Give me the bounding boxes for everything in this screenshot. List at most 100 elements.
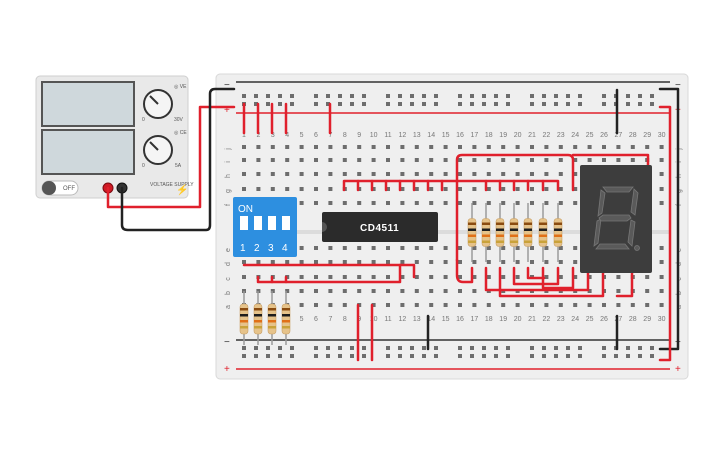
- resistor[interactable]: [495, 203, 505, 262]
- breadboard-hole[interactable]: [242, 275, 246, 279]
- breadboard-hole[interactable]: [530, 187, 534, 191]
- rail-hole[interactable]: [482, 94, 486, 98]
- wire-seg-e[interactable]: [526, 266, 546, 280]
- rail-hole[interactable]: [566, 102, 570, 106]
- breadboard-hole[interactable]: [270, 172, 275, 176]
- breadboard-hole[interactable]: [486, 187, 491, 191]
- rail-hole[interactable]: [314, 94, 318, 98]
- rail-hole[interactable]: [494, 102, 498, 106]
- resistor[interactable]: [467, 203, 477, 262]
- breadboard-hole[interactable]: [530, 260, 534, 264]
- breadboard-hole[interactable]: [314, 158, 318, 162]
- rail-hole[interactable]: [386, 346, 390, 350]
- breadboard-hole[interactable]: [256, 158, 261, 162]
- breadboard-hole[interactable]: [616, 145, 621, 149]
- breadboard-hole[interactable]: [270, 289, 275, 293]
- rail-hole[interactable]: [290, 346, 294, 350]
- breadboard-hole[interactable]: [573, 275, 578, 279]
- rail-hole[interactable]: [254, 346, 258, 350]
- rail-hole[interactable]: [554, 94, 558, 98]
- breadboard-hole[interactable]: [400, 187, 405, 191]
- breadboard-hole[interactable]: [544, 260, 549, 264]
- rail-hole[interactable]: [314, 102, 318, 106]
- breadboard-hole[interactable]: [328, 172, 333, 176]
- breadboard-hole[interactable]: [299, 303, 304, 307]
- breadboard-hole[interactable]: [285, 158, 290, 162]
- breadboard-hole[interactable]: [299, 201, 304, 205]
- rail-hole[interactable]: [362, 346, 366, 350]
- resistor[interactable]: [509, 203, 519, 262]
- breadboard-hole[interactable]: [371, 187, 376, 191]
- breadboard-hole[interactable]: [371, 172, 376, 176]
- breadboard-hole[interactable]: [515, 275, 520, 279]
- wire-dip-bus-2[interactable]: [242, 263, 416, 279]
- breadboard-hole[interactable]: [357, 275, 362, 279]
- rail-hole[interactable]: [506, 346, 510, 350]
- breadboard-hole[interactable]: [573, 246, 578, 250]
- breadboard-hole[interactable]: [659, 303, 664, 307]
- breadboard-hole[interactable]: [299, 260, 304, 264]
- rail-hole[interactable]: [362, 94, 366, 98]
- rail-hole[interactable]: [626, 94, 630, 98]
- breadboard-hole[interactable]: [299, 172, 304, 176]
- breadboard-hole[interactable]: [501, 246, 506, 250]
- breadboard-hole[interactable]: [400, 260, 405, 264]
- rail-hole[interactable]: [398, 102, 402, 106]
- rail-hole[interactable]: [254, 102, 258, 106]
- rail-hole[interactable]: [434, 346, 438, 350]
- breadboard-hole[interactable]: [501, 201, 506, 205]
- breadboard-hole[interactable]: [515, 201, 520, 205]
- breadboard-hole[interactable]: [486, 260, 491, 264]
- breadboard-hole[interactable]: [558, 201, 563, 205]
- breadboard-hole[interactable]: [386, 303, 390, 307]
- wire-right-rail-positive[interactable]: [658, 105, 672, 362]
- breadboard-hole[interactable]: [328, 260, 333, 264]
- resistor[interactable]: [253, 291, 263, 345]
- rail-hole[interactable]: [350, 354, 354, 358]
- breadboard-hole[interactable]: [659, 172, 664, 176]
- breadboard-hole[interactable]: [357, 158, 362, 162]
- rail-hole[interactable]: [614, 354, 618, 358]
- breadboard-hole[interactable]: [472, 158, 477, 162]
- breadboard-hole[interactable]: [386, 158, 390, 162]
- breadboard-hole[interactable]: [256, 187, 261, 191]
- breadboard-hole[interactable]: [429, 158, 434, 162]
- rail-hole[interactable]: [602, 94, 606, 98]
- breadboard-hole[interactable]: [429, 289, 434, 293]
- breadboard-hole[interactable]: [299, 145, 304, 149]
- breadboard-hole[interactable]: [458, 145, 462, 149]
- breadboard-hole[interactable]: [501, 145, 506, 149]
- breadboard-hole[interactable]: [414, 201, 419, 205]
- rail-hole[interactable]: [650, 102, 654, 106]
- rail-hole[interactable]: [386, 354, 390, 358]
- breadboard-hole[interactable]: [414, 260, 419, 264]
- breadboard-hole[interactable]: [501, 275, 506, 279]
- breadboard-hole[interactable]: [530, 201, 534, 205]
- breadboard-hole[interactable]: [630, 145, 635, 149]
- breadboard-hole[interactable]: [328, 158, 333, 162]
- breadboard-hole[interactable]: [429, 201, 434, 205]
- breadboard-hole[interactable]: [429, 246, 434, 250]
- resistor[interactable]: [553, 203, 563, 262]
- rail-hole[interactable]: [434, 102, 438, 106]
- rail-hole[interactable]: [326, 354, 330, 358]
- breadboard-hole[interactable]: [342, 303, 347, 307]
- breadboard-hole[interactable]: [400, 201, 405, 205]
- rail-hole[interactable]: [566, 346, 570, 350]
- breadboard-hole[interactable]: [472, 246, 477, 250]
- breadboard-hole[interactable]: [443, 289, 448, 293]
- breadboard-hole[interactable]: [270, 158, 275, 162]
- breadboard-hole[interactable]: [357, 172, 362, 176]
- rail-hole[interactable]: [290, 102, 294, 106]
- rail-hole[interactable]: [530, 346, 534, 350]
- rail-hole[interactable]: [242, 354, 246, 358]
- breadboard-hole[interactable]: [414, 172, 419, 176]
- breadboard-hole[interactable]: [558, 158, 563, 162]
- wire-seg-b[interactable]: [484, 266, 590, 292]
- breadboard-hole[interactable]: [501, 187, 506, 191]
- breadboard-hole[interactable]: [558, 246, 563, 250]
- breadboard-hole[interactable]: [371, 275, 376, 279]
- rail-hole[interactable]: [386, 94, 390, 98]
- breadboard-hole[interactable]: [515, 303, 520, 307]
- breadboard-hole[interactable]: [573, 187, 578, 191]
